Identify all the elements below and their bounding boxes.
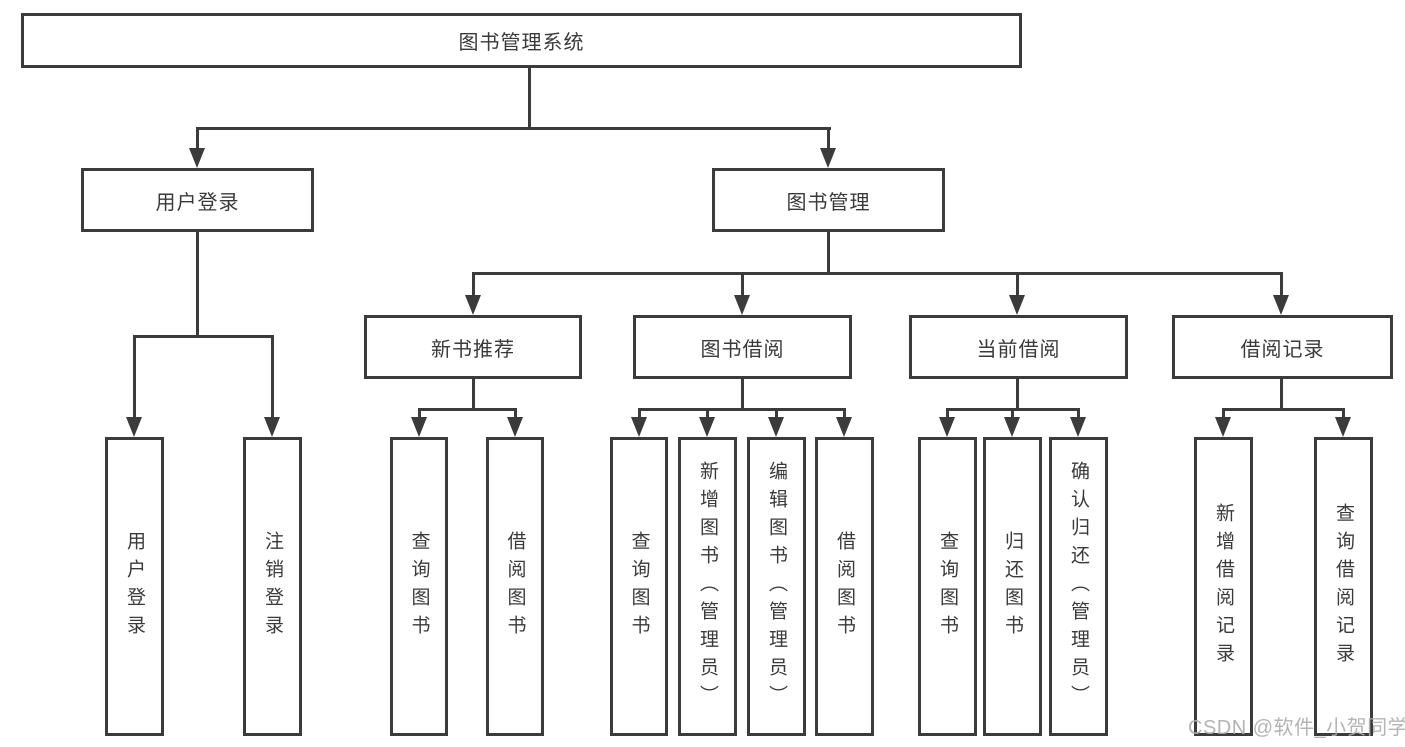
node-new-book-recommend-label: 新书推荐	[431, 338, 515, 361]
leaf-records-query-label: 查询借阅记录	[1333, 502, 1354, 671]
leaf-user-login: 用户登录	[105, 437, 164, 736]
leaf-newbook-query-label: 查询图书	[408, 530, 430, 643]
node-user-login: 用户登录	[81, 168, 314, 232]
connector-line	[1011, 408, 1014, 420]
connector-line	[196, 127, 831, 130]
connector-line	[271, 335, 274, 419]
connector-line	[741, 272, 744, 297]
node-borrow-records: 借阅记录	[1172, 315, 1393, 379]
connector-line	[843, 408, 846, 420]
node-book-borrowing-label: 图书借阅	[700, 338, 785, 361]
root-node: 图书管理系统	[21, 13, 1022, 68]
connector-line	[133, 335, 274, 338]
connector-line	[514, 408, 517, 420]
arrowhead-icon	[1335, 417, 1351, 437]
arrowhead-icon	[820, 148, 836, 168]
leaf-newbook-borrow-label: 借阅图书	[504, 530, 526, 643]
leaf-records-add: 新增借阅记录	[1194, 437, 1253, 736]
leaf-borrowing-edit-admin-label: 编辑图书（管理员）	[766, 460, 787, 713]
node-book-management-label: 图书管理	[786, 191, 871, 214]
node-book-borrowing: 图书借阅	[633, 315, 852, 379]
connector-line	[418, 408, 421, 420]
leaf-current-confirm-admin: 确认归还（管理员）	[1049, 437, 1108, 736]
root-node-label: 图书管理系统	[458, 32, 585, 54]
connector-line	[1280, 272, 1283, 297]
connector-line	[1342, 408, 1345, 420]
arrowhead-icon	[1273, 295, 1289, 315]
leaf-current-query-label: 查询图书	[937, 530, 958, 643]
leaf-borrowing-query-label: 查询图书	[628, 530, 650, 643]
node-book-management: 图书管理	[712, 168, 945, 232]
leaf-current-return: 归还图书	[983, 437, 1042, 736]
arrowhead-icon	[264, 417, 280, 437]
connector-line	[775, 408, 778, 420]
connector-line	[472, 379, 475, 411]
connector-line	[133, 335, 136, 419]
arrowhead-icon	[1004, 417, 1020, 437]
leaf-newbook-borrow: 借阅图书	[486, 437, 544, 736]
leaf-logout-label: 注销登录	[262, 530, 283, 643]
connector-line	[1222, 408, 1225, 420]
connector-line	[1222, 408, 1345, 411]
connector-line	[827, 232, 830, 275]
arrowhead-icon	[939, 417, 955, 437]
leaf-borrowing-add-admin: 新增图书（管理员）	[678, 437, 737, 736]
node-current-borrowing-label: 当前借阅	[976, 338, 1061, 361]
connector-line	[418, 408, 517, 411]
arrowhead-icon	[1215, 417, 1231, 437]
leaf-borrowing-borrow: 借阅图书	[815, 437, 874, 736]
arrowhead-icon	[126, 417, 142, 437]
node-borrow-records-label: 借阅记录	[1240, 338, 1325, 361]
leaf-borrowing-add-admin-label: 新增图书（管理员）	[697, 460, 718, 713]
connector-line	[1016, 379, 1019, 411]
arrowhead-icon	[507, 417, 523, 437]
arrowhead-icon	[631, 417, 647, 437]
connector-line	[827, 127, 830, 150]
arrowhead-icon	[411, 417, 427, 437]
leaf-current-confirm-admin-label: 确认归还（管理员）	[1068, 460, 1089, 713]
connector-line	[638, 408, 846, 411]
arrowhead-icon	[1009, 295, 1025, 315]
connector-line	[706, 408, 709, 420]
leaf-current-return-label: 归还图书	[1002, 530, 1023, 643]
connector-line	[741, 379, 744, 411]
connector-line	[196, 127, 199, 150]
arrowhead-icon	[189, 148, 205, 168]
connector-line	[1280, 379, 1283, 411]
leaf-current-query: 查询图书	[918, 437, 977, 736]
node-user-login-label: 用户登录	[155, 191, 240, 214]
arrowhead-icon	[1070, 417, 1086, 437]
arrowhead-icon	[465, 295, 481, 315]
csdn-watermark: CSDN @软件_小贺同学	[1188, 717, 1405, 739]
connector-line	[196, 232, 199, 338]
arrowhead-icon	[836, 417, 852, 437]
leaf-records-add-label: 新增借阅记录	[1213, 502, 1234, 671]
connector-line	[946, 408, 949, 420]
connector-line	[1016, 272, 1019, 297]
leaf-borrowing-query: 查询图书	[610, 437, 668, 736]
leaf-borrowing-edit-admin: 编辑图书（管理员）	[747, 437, 806, 736]
arrowhead-icon	[734, 295, 750, 315]
connector-line	[1077, 408, 1080, 420]
leaf-records-query: 查询借阅记录	[1314, 437, 1373, 736]
connector-line	[472, 272, 1283, 275]
connector-line	[472, 272, 475, 297]
leaf-borrowing-borrow-label: 借阅图书	[834, 530, 855, 643]
leaf-user-login-label: 用户登录	[124, 530, 145, 643]
leaf-logout: 注销登录	[243, 437, 302, 736]
connector-line	[638, 408, 641, 420]
leaf-newbook-query: 查询图书	[390, 437, 448, 736]
node-new-book-recommend: 新书推荐	[364, 315, 582, 379]
connector-line	[528, 68, 531, 130]
arrowhead-icon	[699, 417, 715, 437]
arrowhead-icon	[768, 417, 784, 437]
node-current-borrowing: 当前借阅	[909, 315, 1128, 379]
